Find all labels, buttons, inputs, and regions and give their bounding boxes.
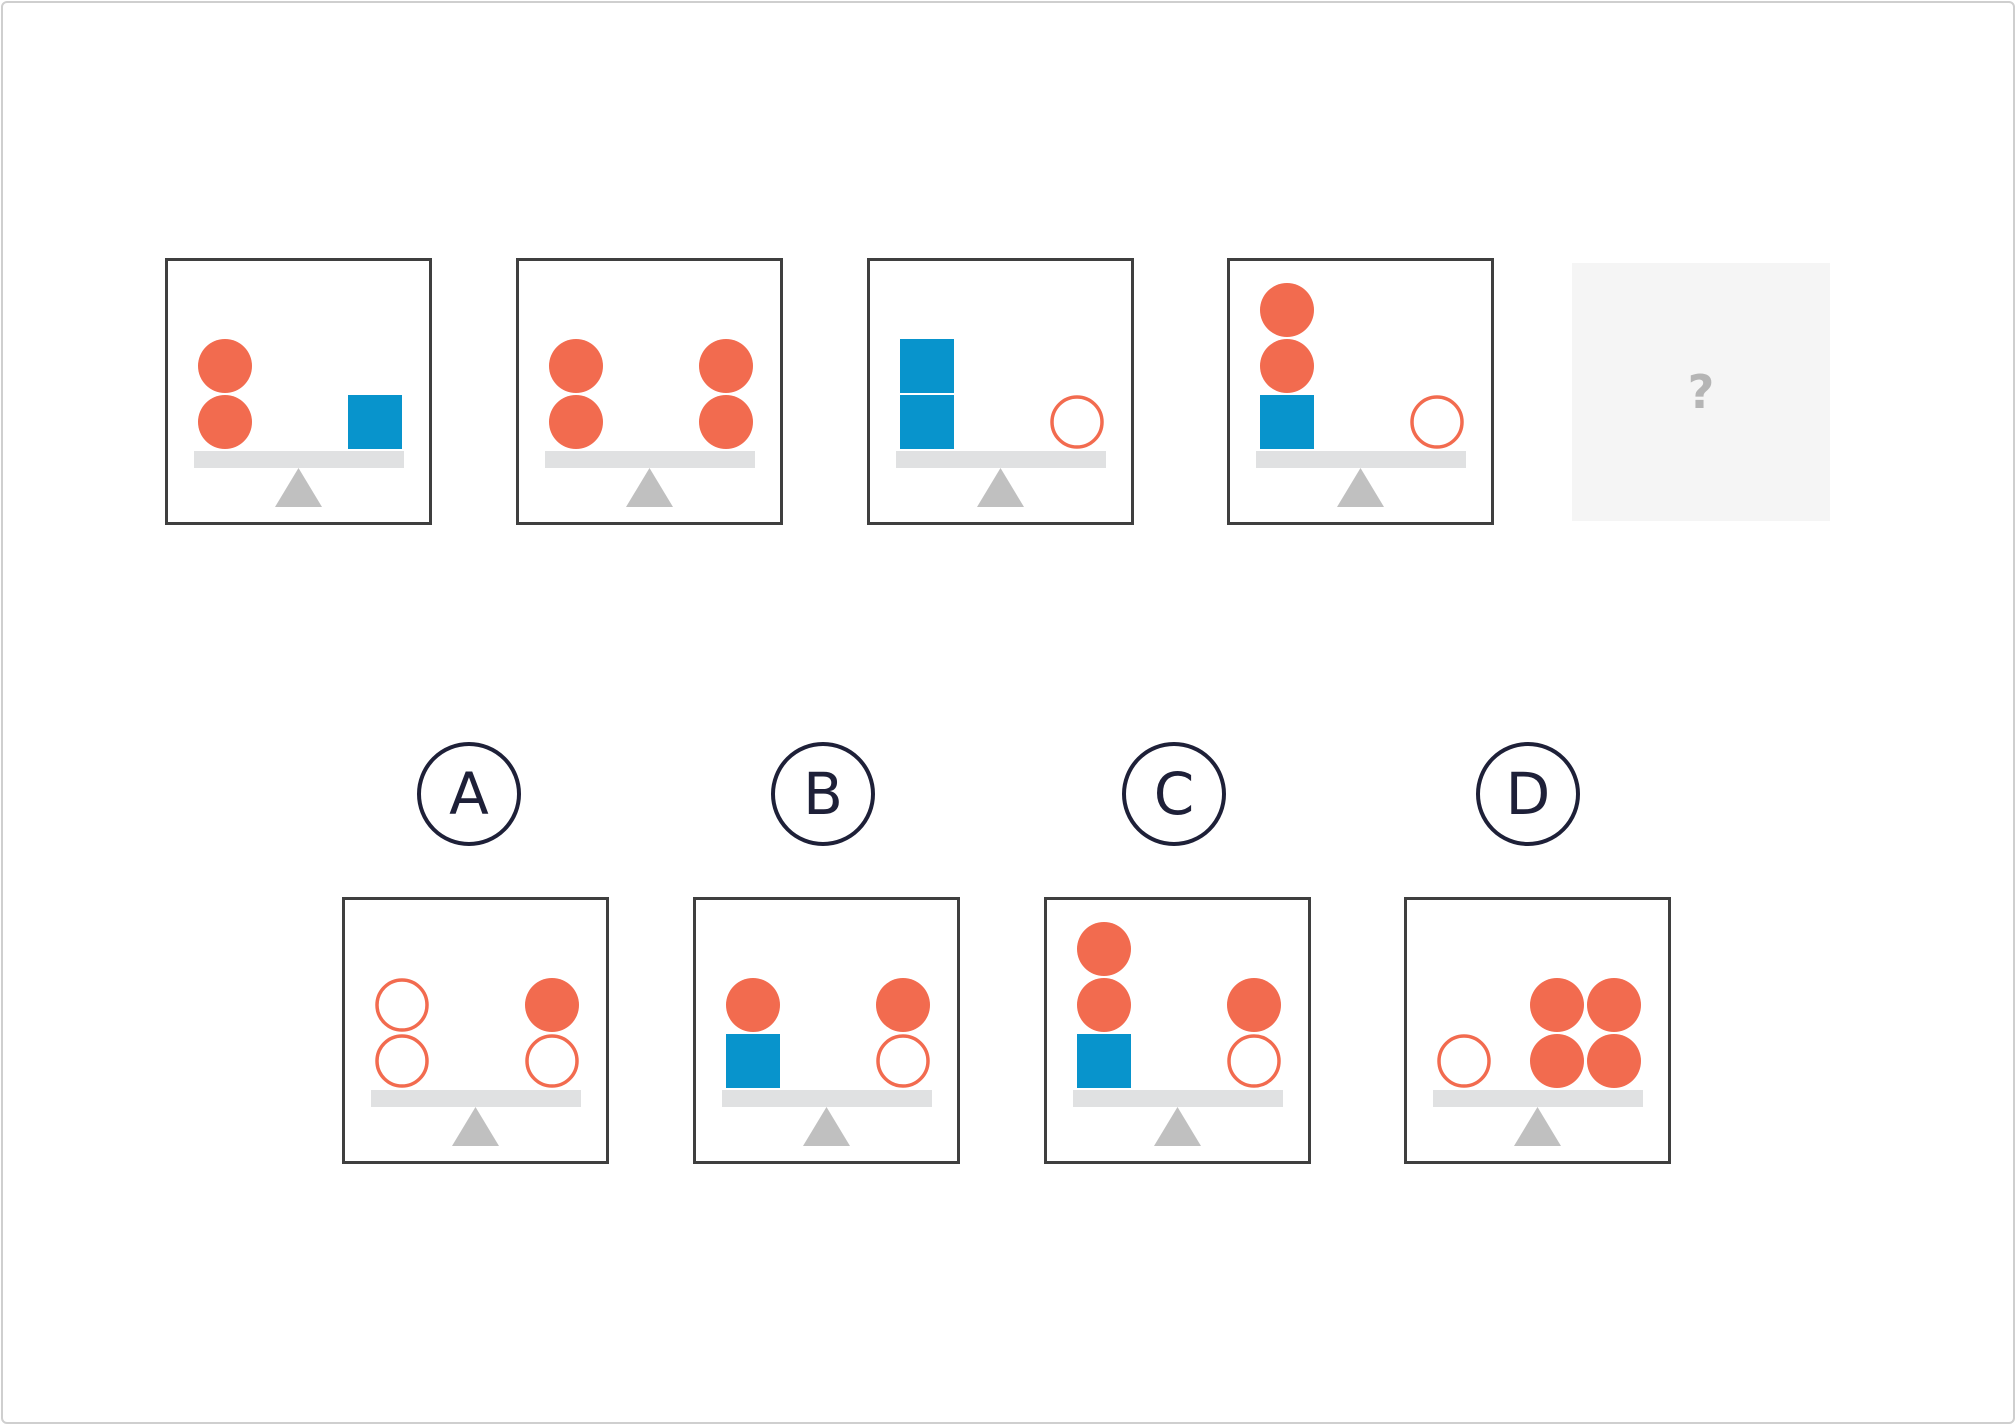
question-panel-2: [516, 258, 783, 525]
balance-scale: [371, 978, 581, 1146]
hollow-circle: [375, 1034, 429, 1088]
red-circle: [549, 395, 603, 449]
red-circle: [1260, 283, 1314, 337]
red-circle: [198, 395, 252, 449]
fulcrum-icon: [977, 468, 1024, 507]
blue-square: [1077, 1034, 1131, 1088]
red-circle: [726, 978, 780, 1032]
red-circle: [1530, 978, 1584, 1032]
scale-beam: [545, 451, 755, 468]
fulcrum-icon: [1514, 1107, 1561, 1146]
hollow-circle: [1050, 395, 1104, 449]
balance-scale: [1256, 283, 1466, 507]
fulcrum-icon: [275, 468, 322, 507]
option-a-label[interactable]: A: [417, 742, 521, 846]
scale-beam: [1256, 451, 1466, 468]
hollow-circle: [1227, 1034, 1281, 1088]
red-circle: [1077, 978, 1131, 1032]
blue-square: [726, 1034, 780, 1088]
red-circle: [1260, 339, 1314, 393]
hollow-circle: [525, 1034, 579, 1088]
option-d-label[interactable]: D: [1476, 742, 1580, 846]
red-circle: [1227, 978, 1281, 1032]
hollow-circle: [876, 1034, 930, 1088]
red-circle: [198, 339, 252, 393]
missing-panel-placeholder: ?: [1572, 263, 1830, 521]
fulcrum-icon: [626, 468, 673, 507]
balance-scale: [1433, 978, 1643, 1146]
red-circle: [699, 395, 753, 449]
question-panel-1: [165, 258, 432, 525]
fulcrum-icon: [1337, 468, 1384, 507]
blue-square: [900, 339, 954, 393]
option-b-panel[interactable]: [693, 897, 960, 1164]
question-panel-3: [867, 258, 1134, 525]
scale-beam: [194, 451, 404, 468]
red-circle: [1530, 1034, 1584, 1088]
red-circle: [876, 978, 930, 1032]
option-a-panel[interactable]: [342, 897, 609, 1164]
scale-beam: [722, 1090, 932, 1107]
option-c-panel[interactable]: [1044, 897, 1311, 1164]
red-circle: [549, 339, 603, 393]
question-mark-icon: ?: [1687, 365, 1715, 419]
red-circle: [525, 978, 579, 1032]
red-circle: [1587, 978, 1641, 1032]
blue-square: [900, 395, 954, 449]
hollow-circle: [375, 978, 429, 1032]
red-circle: [699, 339, 753, 393]
balance-scale: [194, 339, 404, 507]
fulcrum-icon: [803, 1107, 850, 1146]
scale-beam: [1433, 1090, 1643, 1107]
question-panel-4: [1227, 258, 1494, 525]
balance-scale: [722, 978, 932, 1146]
red-circle: [1077, 922, 1131, 976]
scale-beam: [896, 451, 1106, 468]
fulcrum-icon: [452, 1107, 499, 1146]
balance-scale: [1073, 922, 1283, 1146]
scale-beam: [1073, 1090, 1283, 1107]
hollow-circle: [1437, 1034, 1491, 1088]
option-d-panel[interactable]: [1404, 897, 1671, 1164]
blue-square: [348, 395, 402, 449]
blue-square: [1260, 395, 1314, 449]
balance-scale: [896, 339, 1106, 507]
option-b-label[interactable]: B: [771, 742, 875, 846]
balance-scale: [545, 339, 755, 507]
hollow-circle: [1410, 395, 1464, 449]
scale-beam: [371, 1090, 581, 1107]
option-c-label[interactable]: C: [1122, 742, 1226, 846]
red-circle: [1587, 1034, 1641, 1088]
fulcrum-icon: [1154, 1107, 1201, 1146]
